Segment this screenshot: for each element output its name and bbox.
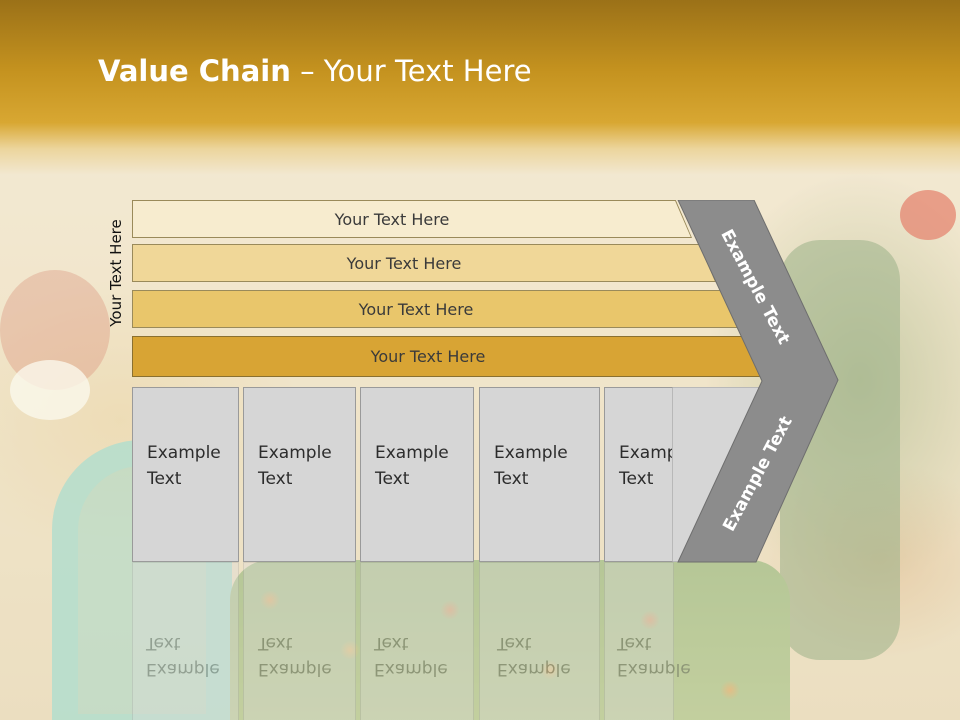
bar-2-label: Your Text Here — [346, 253, 462, 273]
box-4[interactable]: Example Text — [479, 387, 600, 562]
bar-1[interactable]: Your Text Here — [132, 200, 692, 238]
background-cauliflower — [10, 360, 90, 420]
box-3[interactable]: Example Text — [360, 387, 474, 562]
vertical-label[interactable]: Your Text Here — [107, 219, 125, 327]
chevron-arrow[interactable] — [676, 200, 846, 570]
box-1-label: Example Text — [147, 443, 221, 489]
bar-1-outline — [132, 200, 692, 238]
title-band — [0, 0, 960, 175]
bar-4-outline — [132, 336, 764, 377]
slide-title-rest: – Your Text Here — [290, 54, 532, 88]
bar-4-label: Your Text Here — [370, 347, 486, 366]
background-apple — [900, 190, 956, 240]
box-1[interactable]: Example Text — [132, 387, 239, 562]
box-5-label: Example Text — [619, 443, 693, 489]
bar-3-outline — [132, 290, 740, 328]
slide-title[interactable]: Value Chain – Your Text Here — [98, 54, 532, 88]
box-4-label: Example Text — [494, 443, 568, 489]
background-flower-tablecloth — [230, 560, 790, 720]
bar-2[interactable]: Your Text Here — [132, 244, 716, 282]
bar-4[interactable]: Your Text Here — [132, 336, 764, 377]
box-2[interactable]: Example Text — [243, 387, 356, 562]
box-5[interactable]: Example Text — [604, 387, 674, 562]
slide-title-bold: Value Chain — [98, 54, 291, 88]
bar-3[interactable]: Your Text Here — [132, 290, 740, 328]
bar-2-outline — [132, 244, 716, 282]
bar-3-label: Your Text Here — [358, 299, 474, 319]
box-3-label: Example Text — [375, 443, 449, 489]
box-2-label: Example Text — [258, 443, 332, 489]
bar-1-label: Your Text Here — [334, 209, 450, 229]
